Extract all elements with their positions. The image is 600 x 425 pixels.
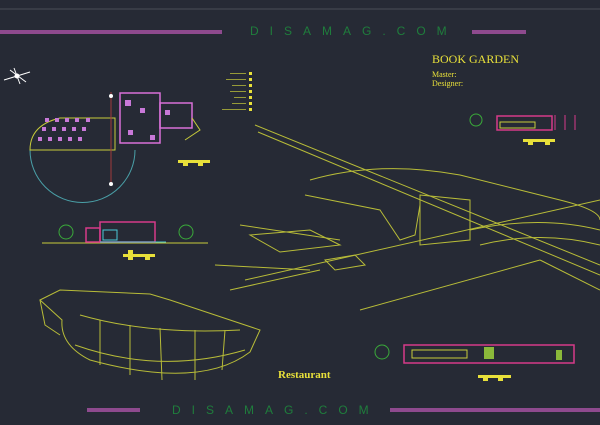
watermark-top: DISAMAG.COM [250, 24, 458, 38]
master-label: Master: [432, 70, 457, 79]
legend [222, 72, 252, 111]
elevation-left [42, 221, 208, 260]
north-arrow-icon [3, 67, 31, 85]
bottom-accent-bar-left [87, 408, 140, 412]
floor-plan [29, 92, 201, 203]
top-accent-bar-left [0, 30, 222, 34]
project-title: BOOK GARDEN [432, 52, 519, 66]
scale-bar [178, 160, 210, 166]
watermark-bottom: DISAMAG.COM [172, 403, 380, 417]
elevation-bottom-right [374, 344, 575, 381]
elevation-top-right [469, 113, 576, 145]
drawing-caption: Restaurant [278, 369, 331, 381]
site-perspective [214, 124, 600, 311]
bottom-accent-bar-right [390, 408, 600, 412]
top-accent-bar-right [472, 30, 526, 34]
designer-label: Designer: [432, 79, 464, 88]
restaurant-perspective [39, 289, 261, 381]
